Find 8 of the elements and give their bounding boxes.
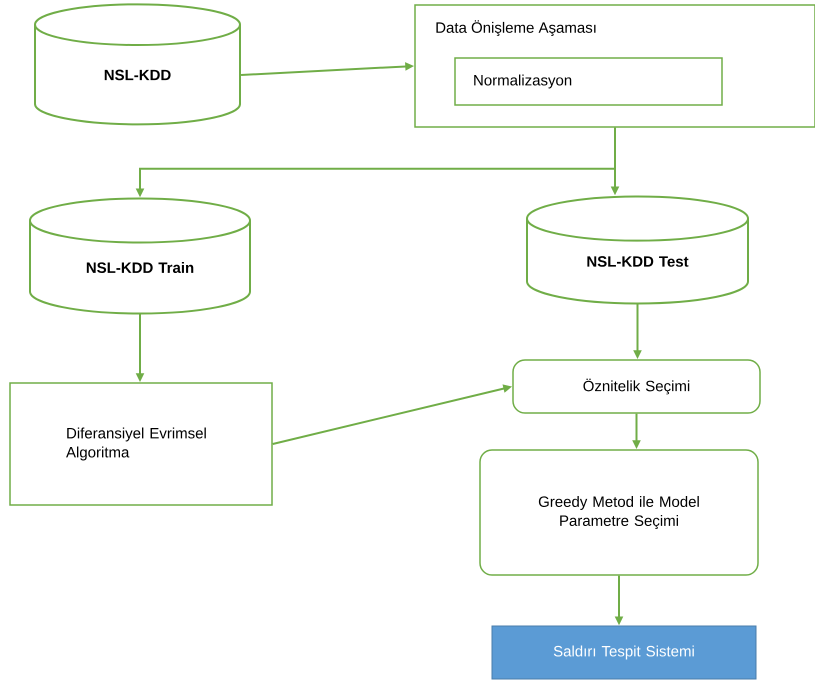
rounded-box: Greedy Metod ile Model Parametre Seçimi <box>479 449 759 576</box>
result-box: Saldırı Tespit Sistemi <box>492 626 756 680</box>
process-box: Normalizasyon <box>454 57 723 106</box>
rounded-box: Öznitelik Seçimi <box>512 359 761 414</box>
cylinder: NSL-KDD Test <box>526 195 749 304</box>
cylinder: NSL-KDD <box>34 3 241 126</box>
process-box: Diferansiyel Evrimsel Algoritma <box>9 382 273 506</box>
cylinder: NSL-KDD Train <box>29 198 251 314</box>
